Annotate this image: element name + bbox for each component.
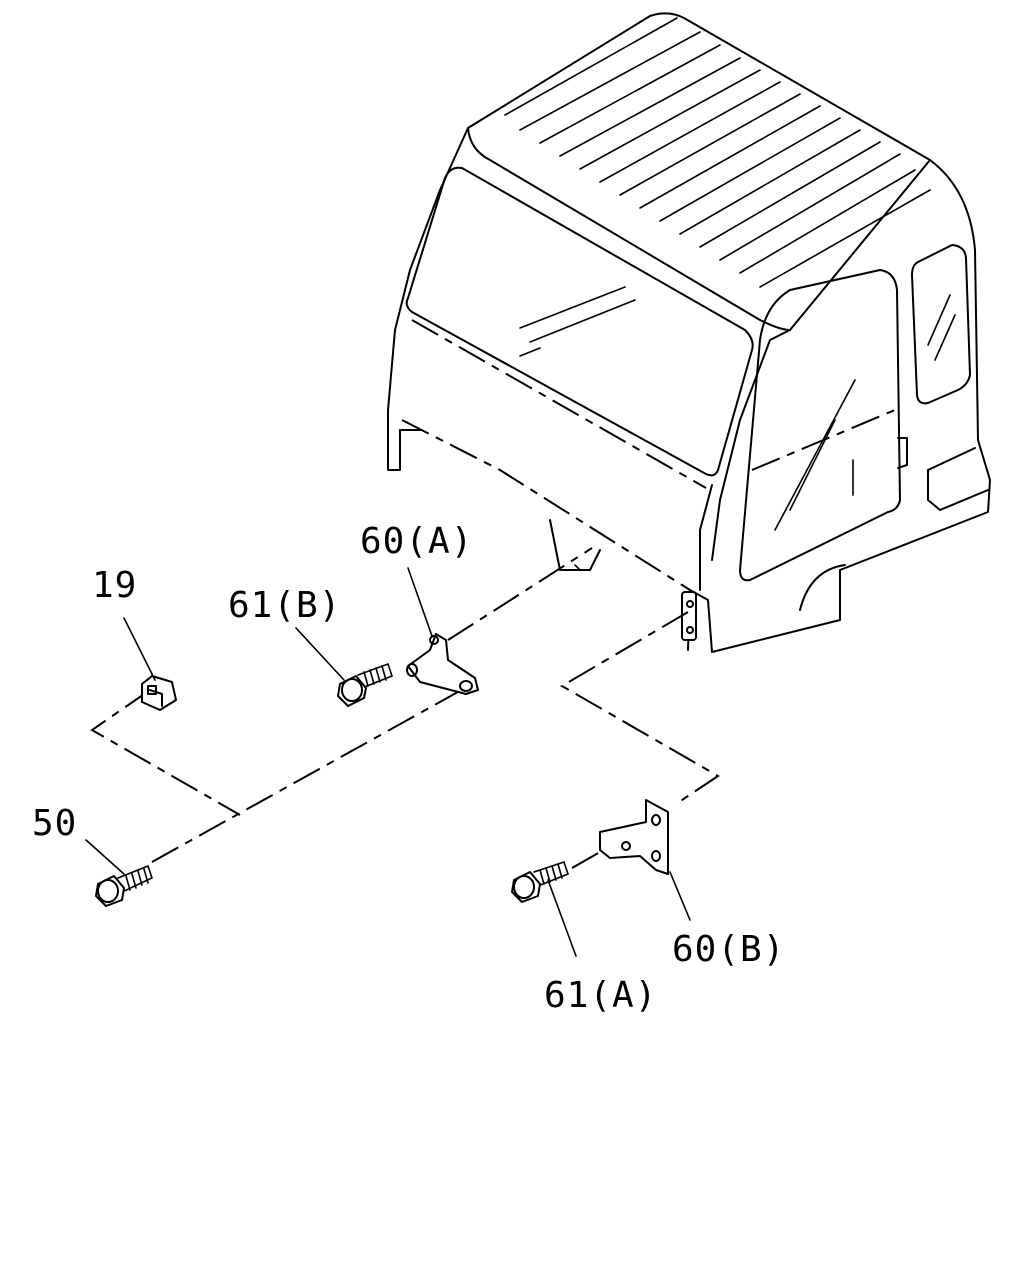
callout-61a: 61(A) (544, 975, 658, 1016)
part-61b-bolt (295, 627, 393, 707)
callout-61b: 61(B) (228, 585, 342, 626)
callout-19: 19 (92, 565, 138, 606)
part-60a-bracket (406, 567, 479, 695)
part-19-clip-nut (123, 617, 177, 711)
callout-50: 50 (32, 803, 78, 844)
part-61a-bolt (511, 860, 577, 957)
part-50-bolt (85, 839, 153, 907)
cab-body (387, 12, 991, 653)
callout-60a: 60(A) (360, 521, 474, 562)
assembly-lines (90, 547, 720, 869)
callout-60b: 60(B) (672, 929, 786, 970)
part-60b-bracket (599, 799, 691, 921)
